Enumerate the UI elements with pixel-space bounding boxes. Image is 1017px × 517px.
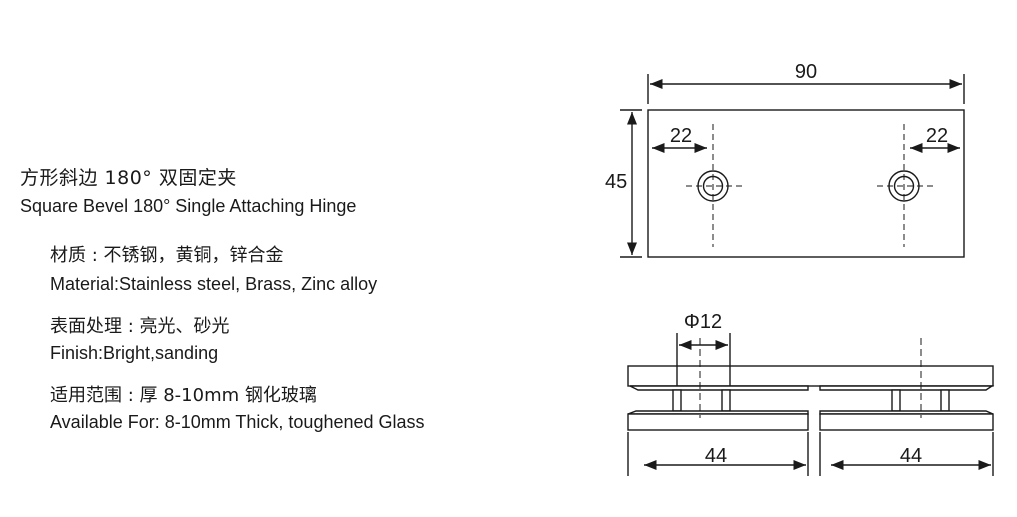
product-title-en: Square Bevel 180° Single Attaching Hinge — [20, 196, 357, 216]
right-offset-label: 22 — [926, 125, 948, 147]
side-bottom-plate-left — [627, 413, 809, 431]
pin-1 — [672, 389, 682, 412]
product-title-zh: 方形斜边 180° 双固定夹 — [20, 167, 237, 189]
material-label-en: Material:Stainless steel, Brass, Zinc al… — [50, 274, 378, 294]
top-view — [620, 74, 965, 258]
pin-4 — [940, 389, 950, 412]
height-label: 45 — [605, 171, 627, 193]
pin-3 — [891, 389, 901, 412]
pin-2 — [721, 389, 731, 412]
material-label-zh: 材质 : 不锈钢，黄铜，锌合金 — [50, 245, 284, 266]
available-label-en: Available For: 8-10mm Thick, toughened G… — [50, 412, 425, 432]
side-top-bevel-left — [629, 385, 809, 391]
left-length-label: 44 — [705, 445, 727, 467]
side-top-plate — [627, 365, 994, 387]
right-length-label: 44 — [900, 445, 922, 467]
left-hole — [686, 124, 742, 247]
right-hole — [877, 124, 933, 247]
spec-panel: 方形斜边 180° 双固定夹 Square Bevel 180° Single … — [20, 167, 425, 432]
finish-label-zh: 表面处理 : 亮光、砂光 — [50, 316, 230, 337]
finish-label-en: Finish:Bright,sanding — [50, 343, 219, 363]
width-label: 90 — [795, 61, 817, 83]
top-plate-outline — [647, 109, 965, 258]
hole-diameter-label: Φ12 — [684, 311, 722, 333]
side-bottom-plate-right — [819, 413, 994, 431]
side-view — [627, 333, 995, 476]
left-offset-label: 22 — [670, 125, 692, 147]
side-top-bevel-right — [819, 385, 995, 391]
available-label-zh: 适用范围 : 厚 8-10mm 钢化玻璃 — [50, 385, 317, 406]
